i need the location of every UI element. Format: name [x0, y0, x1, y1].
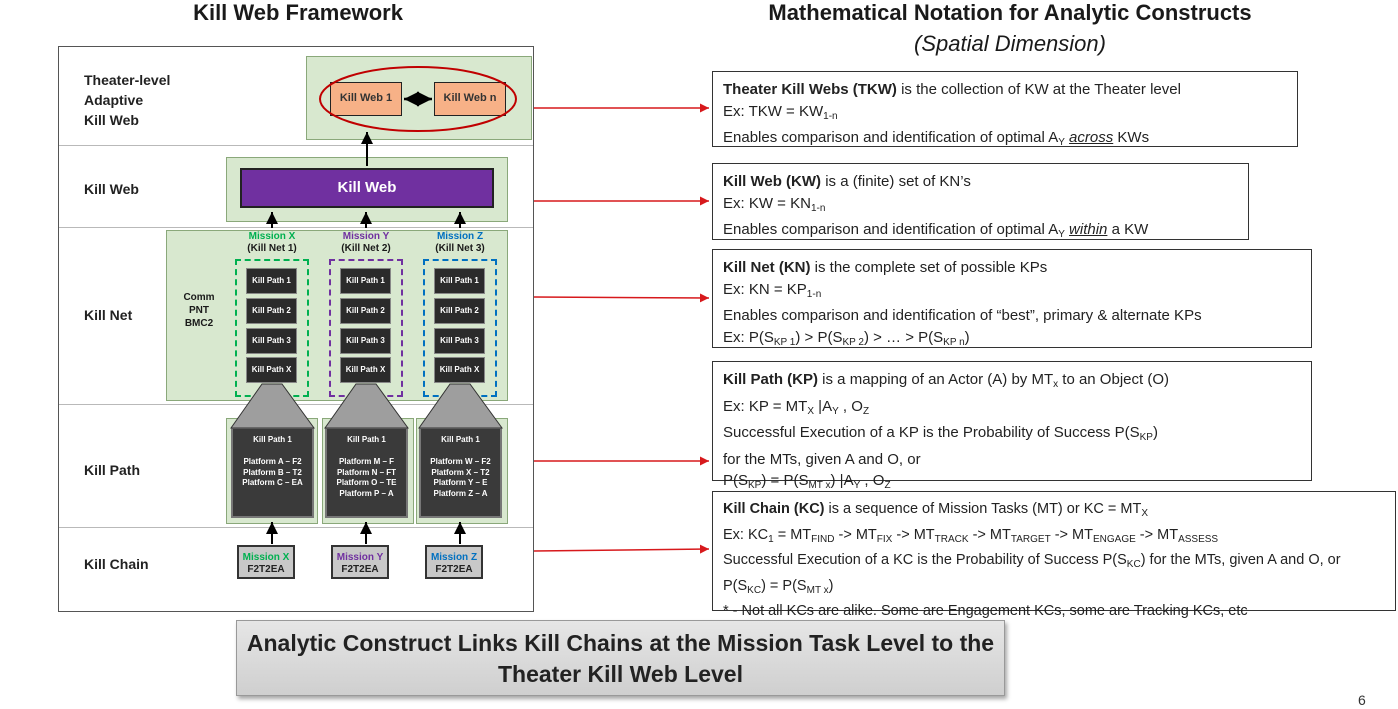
kill-web-box: Kill Web — [240, 168, 494, 208]
left-heading: Kill Web Framework — [193, 0, 403, 25]
funnel-x — [230, 383, 315, 429]
divider — [59, 227, 533, 228]
kill-path-3-box: Kill Path 3 — [340, 328, 391, 354]
kill-path-2-box: Kill Path 2 — [434, 298, 485, 324]
kill-path-3-box: Kill Path 3 — [434, 328, 485, 354]
kill-path-x-box: Kill Path X — [246, 357, 297, 383]
mission-x-net-label: Mission X(Kill Net 1) — [247, 231, 297, 254]
kill-path-3-box: Kill Path 3 — [246, 328, 297, 354]
kill-web-n-box: Kill Web n — [434, 82, 506, 116]
summary-banner: Analytic Construct Links Kill Chains at … — [236, 620, 1005, 696]
divider — [59, 527, 533, 528]
kn-notation-box: Kill Net (KN) is the complete set of pos… — [712, 249, 1312, 348]
right-heading: Mathematical Notation for Analytic Const… — [768, 0, 1252, 25]
kill-path-2-box: Kill Path 2 — [246, 298, 297, 324]
right-subheading: (Spatial Dimension) — [914, 31, 1106, 56]
tkw-notation-box: Theater Kill Webs (TKW) is the collectio… — [712, 71, 1298, 148]
kill-path-x-box: Kill Path X — [340, 357, 391, 383]
kp-notation-box: Kill Path (KP) is a mapping of an Actor … — [712, 361, 1312, 491]
funnel-y — [324, 383, 409, 429]
level-label-kill-chain: Kill Chain — [84, 556, 149, 572]
level-label-kill-path: Kill Path — [84, 462, 141, 478]
funnel-z — [418, 383, 503, 429]
red-arrow-kn — [533, 293, 710, 303]
kill-path-1-box: Kill Path 1 — [434, 268, 485, 294]
theater-ellipse — [319, 66, 517, 132]
level-label-kill-net: Kill Net — [84, 307, 133, 323]
kc-notation-box: Kill Chain (KC) is a sequence of Mission… — [712, 491, 1396, 619]
level-label-kill-web: Kill Web — [84, 181, 139, 197]
mission-z-kill-path-card: Kill Path 1 Platform W – F2 Platform X –… — [419, 427, 502, 518]
mission-x-kill-path-card: Kill Path 1 Platform A – F2 Platform B –… — [231, 427, 314, 518]
mission-y-net-label: Mission Y(Kill Net 2) — [341, 231, 391, 254]
mission-z-net-label: Mission Z(Kill Net 3) — [435, 231, 485, 254]
kw-notation-box: Kill Web (KW) is a (finite) set of KN’s … — [712, 163, 1249, 240]
kill-path-x-box: Kill Path X — [434, 357, 485, 383]
page-number: 6 — [1358, 692, 1366, 708]
red-arrow-kc — [533, 544, 710, 554]
kill-path-1-box: Kill Path 1 — [246, 268, 297, 294]
kill-path-1-box: Kill Path 1 — [340, 268, 391, 294]
kill-path-2-box: Kill Path 2 — [340, 298, 391, 324]
divider — [59, 145, 533, 146]
kill-web-1-box: Kill Web 1 — [330, 82, 402, 116]
